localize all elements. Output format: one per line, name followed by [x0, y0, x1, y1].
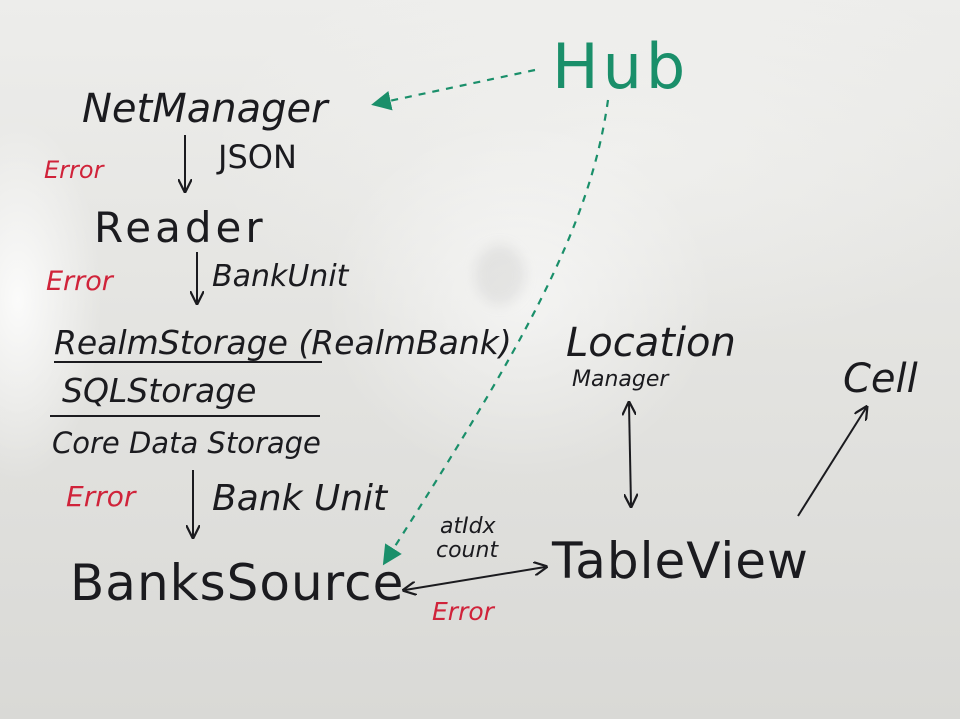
netmanager-node: NetManager [82, 86, 330, 132]
cell-node: Cell [843, 356, 918, 402]
atidx-edge-label: atIdx [440, 514, 497, 539]
reflection-smudge [475, 245, 525, 305]
storage-error-label: Error [66, 480, 137, 513]
realm-storage-node: RealmStorage (RealmBank) [54, 323, 512, 362]
count-edge-label: count [436, 538, 499, 563]
hub-to-bankssource-edge [382, 99, 610, 566]
reader-node: Reader [94, 203, 267, 252]
json-edge-label: JSON [216, 138, 297, 176]
reader-error-label: Error [46, 266, 115, 297]
hub-to-netmanager-edge [371, 68, 536, 111]
bankssource-node: BanksSource [70, 554, 404, 612]
tableview-to-cell-arrow [797, 408, 866, 517]
tableview-node: TableView [551, 532, 809, 590]
locationmanager-tableview-arrow [629, 404, 631, 505]
bankunit-edge-label-2: Bank Unit [212, 478, 389, 519]
location-manager-node: Location [566, 320, 736, 366]
source-error-label: Error [432, 597, 496, 626]
location-manager-node-line2: Manager [572, 367, 670, 392]
bankunit-edge-label-1: BankUnit [212, 259, 350, 294]
coredata-storage-node: Core Data Storage [52, 426, 321, 460]
sql-storage-node: SQLStorage [62, 371, 256, 410]
netmanager-error-label: Error [44, 156, 106, 184]
hub-node: Hub [552, 30, 689, 103]
bankssource-tableview-arrow [405, 567, 545, 590]
